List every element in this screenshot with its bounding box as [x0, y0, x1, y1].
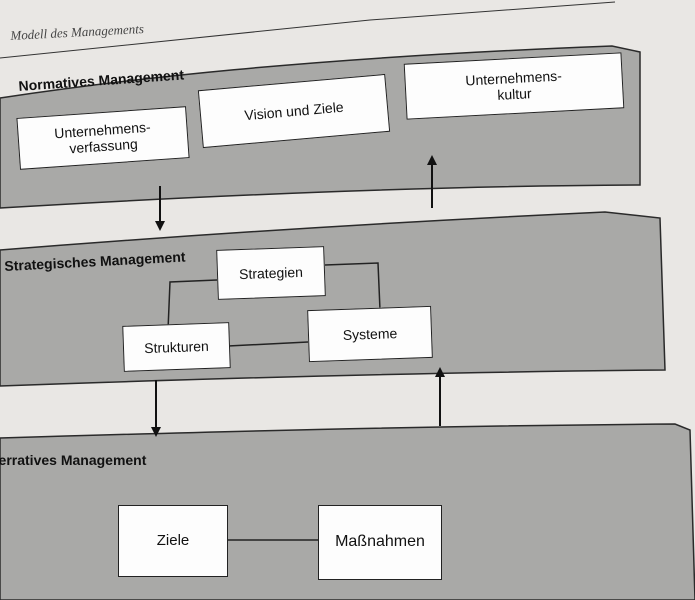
box-systeme: Systeme	[307, 305, 433, 363]
box-massnahmen-label: Maßnahmen	[335, 533, 425, 551]
box-vision-und-ziele-label: Vision und Ziele	[243, 98, 345, 124]
box-strukturen-label: Strukturen	[143, 337, 210, 357]
box-strategien: Strategien	[216, 246, 326, 300]
operative-title: perratives Management	[0, 452, 147, 468]
box-massnahmen: Maßnahmen	[318, 505, 442, 580]
box-strukturen: Strukturen	[122, 322, 231, 372]
box-strategien-label: Strategien	[238, 263, 304, 283]
box-systeme-label: Systeme	[342, 325, 398, 343]
box-ziele: Ziele	[118, 505, 228, 577]
box-ziele-label: Ziele	[156, 532, 190, 550]
box-unternehmenskultur: Unternehmens- kultur	[403, 52, 625, 120]
strategy-loop-connector	[167, 262, 381, 331]
strukturen-systeme-connector	[227, 341, 309, 347]
header-rule	[0, 1, 616, 59]
box-unternehmensverfassung-label: Unternehmens- verfassung	[53, 118, 152, 157]
box-unternehmenskultur-label: Unternehmens- kultur	[464, 67, 563, 103]
